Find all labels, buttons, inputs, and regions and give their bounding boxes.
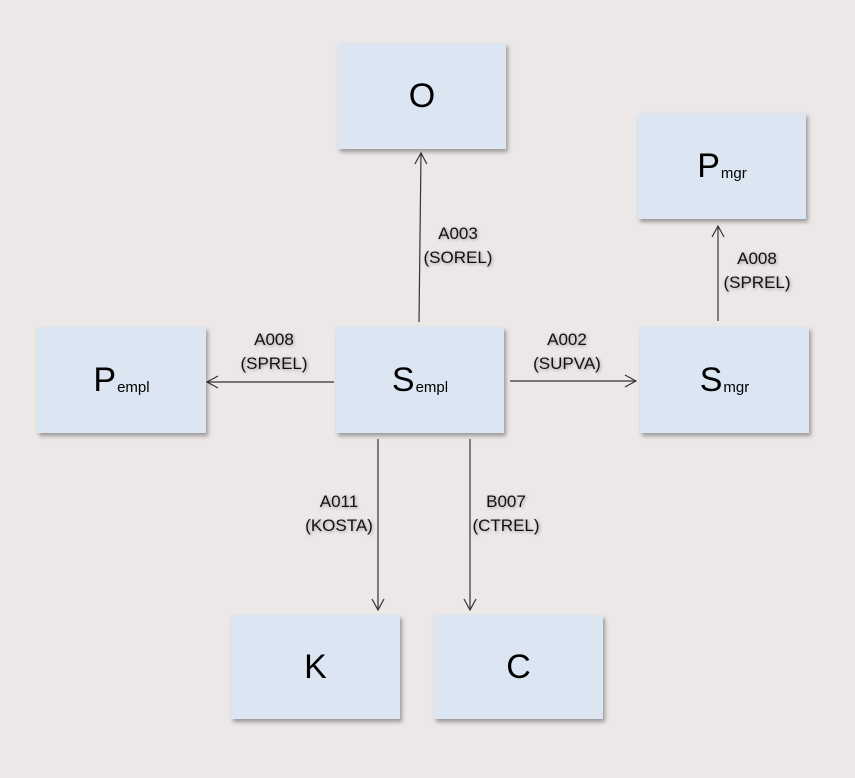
edge-label-kosta: A011 (KOSTA) — [299, 490, 379, 538]
node-p-empl-subscript: empl — [117, 378, 150, 396]
edge-label-ctrel-code: B007 — [486, 492, 526, 511]
edge-label-supva-code: A002 — [547, 330, 587, 349]
node-k-label: K — [304, 648, 327, 686]
edge-label-ctrel-rel: (CTREL) — [472, 516, 540, 535]
edge-label-sprel-mgr-code: A008 — [737, 249, 777, 268]
node-p-mgr-label: P — [697, 147, 720, 185]
edge-label-sprel-empl-code: A008 — [254, 330, 294, 349]
edge-label-supva-rel: (SUPVA) — [533, 354, 601, 373]
edge-label-ctrel: B007 (CTREL) — [466, 490, 546, 538]
node-p-empl-label: P — [93, 361, 117, 399]
node-s-empl-label: S — [391, 361, 415, 399]
edge-label-sorel-rel: (SOREL) — [423, 248, 493, 267]
node-s-mgr-subscript: mgr — [723, 378, 750, 396]
edge-label-sprel-mgr-rel: (SPREL) — [723, 273, 791, 292]
node-o: O — [338, 43, 506, 149]
edge-label-supva: A002 (SUPVA) — [527, 328, 607, 376]
node-p-mgr-subscript: mgr — [720, 164, 747, 182]
edge-label-sprel-mgr: A008 (SPREL) — [717, 247, 797, 295]
edge-label-sprel-empl: A008 (SPREL) — [234, 328, 314, 376]
node-o-label: O — [408, 77, 436, 115]
node-k: K — [231, 615, 400, 719]
node-c-label: C — [506, 648, 531, 686]
edge-label-sorel: A003 (SOREL) — [418, 222, 498, 270]
edge-label-sprel-empl-rel: (SPREL) — [240, 354, 308, 373]
node-s-mgr-label: S — [699, 361, 723, 399]
node-s-empl-subscript: empl — [415, 378, 449, 396]
node-c: C — [434, 615, 603, 719]
edge-label-kosta-code: A011 — [319, 492, 359, 511]
edge-sempl-to-o — [414, 151, 428, 323]
edge-label-sorel-code: A003 — [438, 224, 478, 243]
edge-label-kosta-rel: (KOSTA) — [305, 516, 373, 535]
